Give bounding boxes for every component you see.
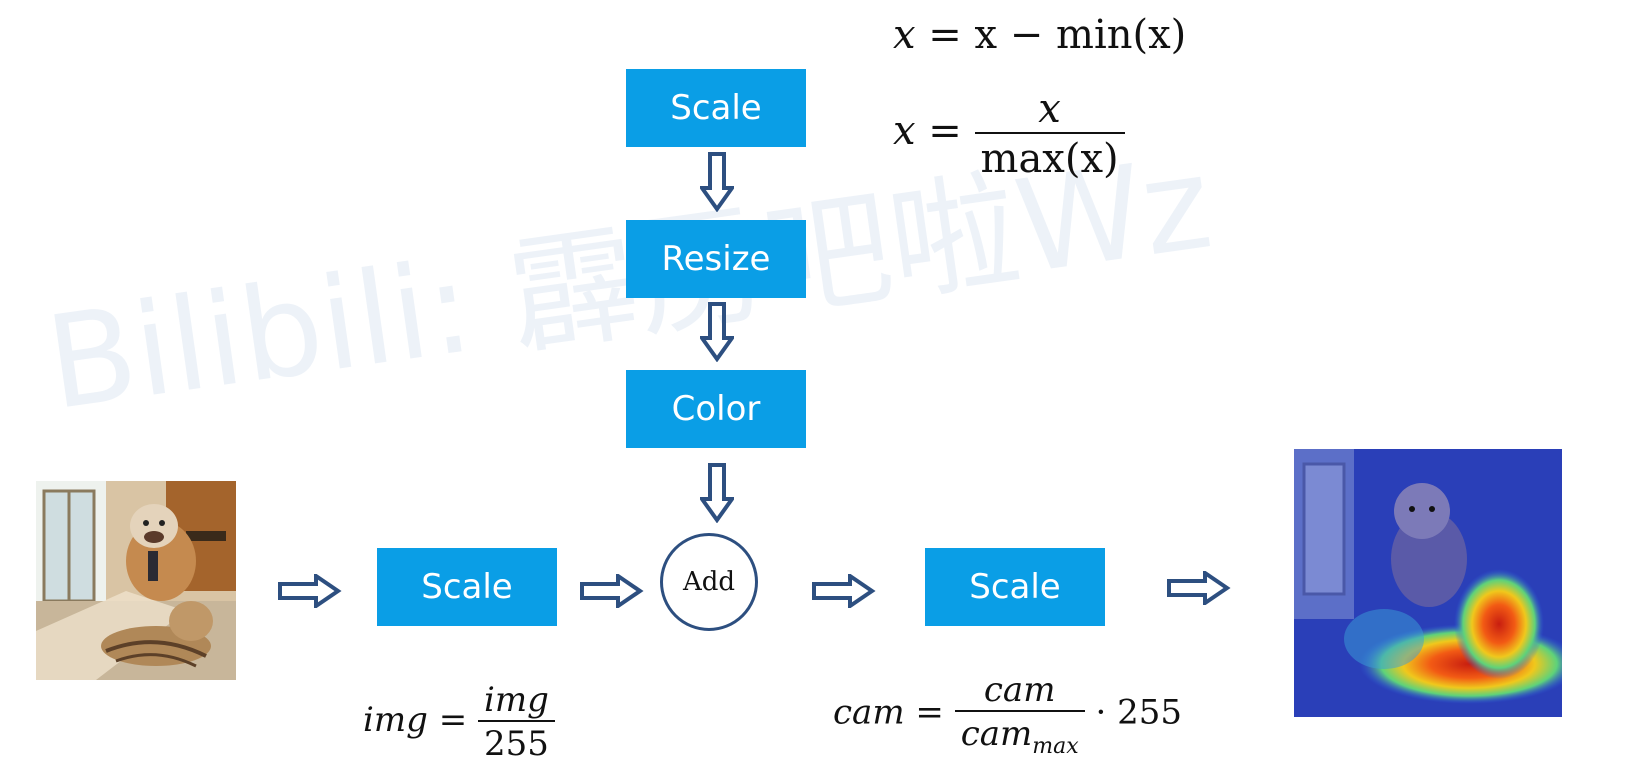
img-formula-fraction: img 255 [478,680,555,764]
min-formula-rhs: x − min(x) [974,12,1187,58]
scale-box-right: Scale [925,548,1105,626]
cam-formula-fraction: cam cammax [954,670,1085,759]
cam-formula-mult: · 255 [1095,692,1182,733]
dog-cat-photo-icon [36,481,236,680]
max-formula: x = x max(x) [893,86,1125,182]
min-formula: x = x − min(x) [893,12,1186,58]
max-formula-fraction: x max(x) [974,86,1125,182]
down-arrow-2 [700,302,734,362]
right-arrow-2 [580,574,644,608]
scale-box-top: Scale [626,69,806,147]
img-formula: img = img 255 [363,680,555,764]
cam-formula-lhs: cam [833,692,905,733]
max-formula-eq: = [928,108,962,154]
max-formula-denominator: max(x) [974,132,1125,182]
scale-box-left: Scale [377,548,557,626]
right-arrow-3 [812,574,876,608]
max-formula-lhs: x [893,108,916,154]
output-heatmap-photo [1294,449,1562,717]
down-arrow-3 [700,463,734,523]
cam-formula-denominator: cammax [954,710,1085,759]
cam-formula-den-base: cam [960,714,1033,754]
cam-formula-eq: = [915,692,944,733]
input-photo [36,481,236,680]
min-formula-eq: = [928,12,962,58]
min-formula-lhs: x [893,12,916,58]
img-formula-numerator: img [484,680,549,720]
right-arrow-4 [1167,571,1231,605]
resize-box: Resize [626,220,806,298]
img-formula-eq: = [438,700,468,740]
heatmap-overlay-photo-icon [1294,449,1562,717]
max-formula-numerator: x [1038,86,1061,132]
img-formula-denominator: 255 [478,720,555,764]
cam-formula: cam = cam cammax · 255 [833,670,1182,759]
color-box: Color [626,370,806,448]
img-formula-lhs: img [363,700,428,740]
add-node: Add [660,533,758,631]
right-arrow-1 [278,574,342,608]
down-arrow-1 [700,152,734,212]
cam-formula-numerator: cam [983,670,1056,710]
cam-formula-den-sub: max [1032,733,1079,759]
